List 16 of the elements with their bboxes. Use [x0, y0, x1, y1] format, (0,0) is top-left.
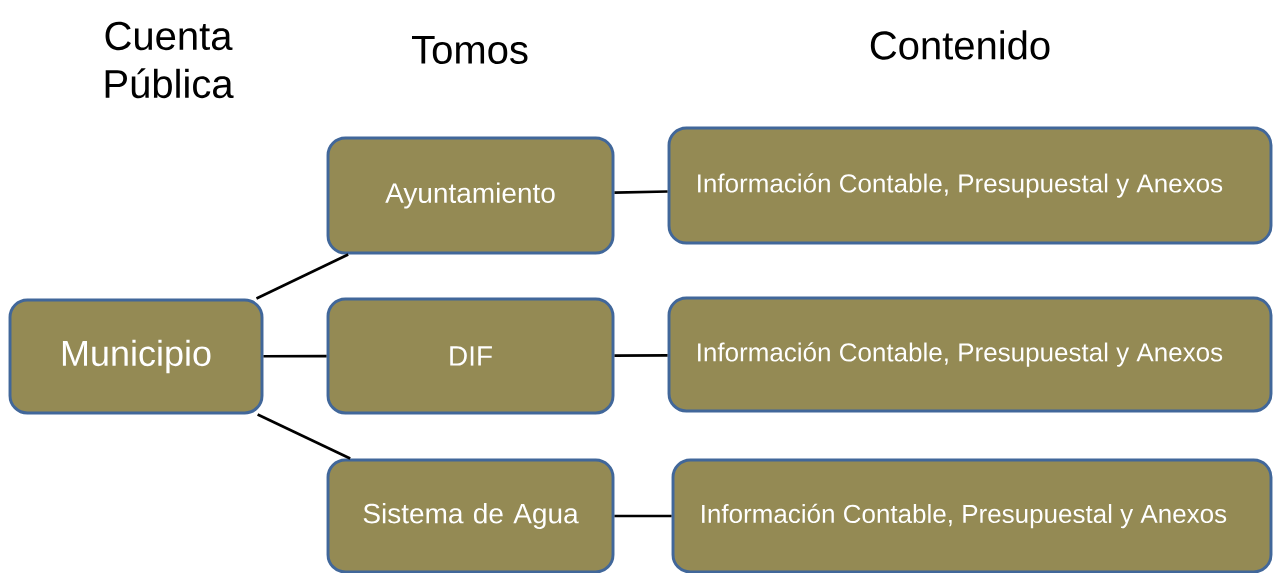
process-box: Ayuntamiento — [326, 136, 615, 255]
connector-line — [263, 354, 327, 358]
process-box: Información Contable, Presupuestal y Anexos — [671, 458, 1273, 573]
process-box: Sistema de Agua — [326, 458, 615, 573]
process-box: DIF — [326, 297, 615, 415]
process-box: Información Contable, Presupuestal y Anexos — [667, 126, 1273, 245]
process-box: Información Contable, Presupuestal y Anexos — [667, 296, 1273, 413]
connector-line — [614, 514, 672, 518]
column-heading: Cuenta Pública — [105, 21, 234, 99]
process-box: Municipio — [8, 298, 264, 415]
column-heading: Contenido — [870, 30, 1050, 60]
connector-line — [614, 354, 668, 357]
connector-line — [257, 413, 351, 460]
connector-line — [614, 190, 668, 194]
column-heading: Tomos — [412, 36, 528, 64]
connector-line — [255, 253, 349, 300]
